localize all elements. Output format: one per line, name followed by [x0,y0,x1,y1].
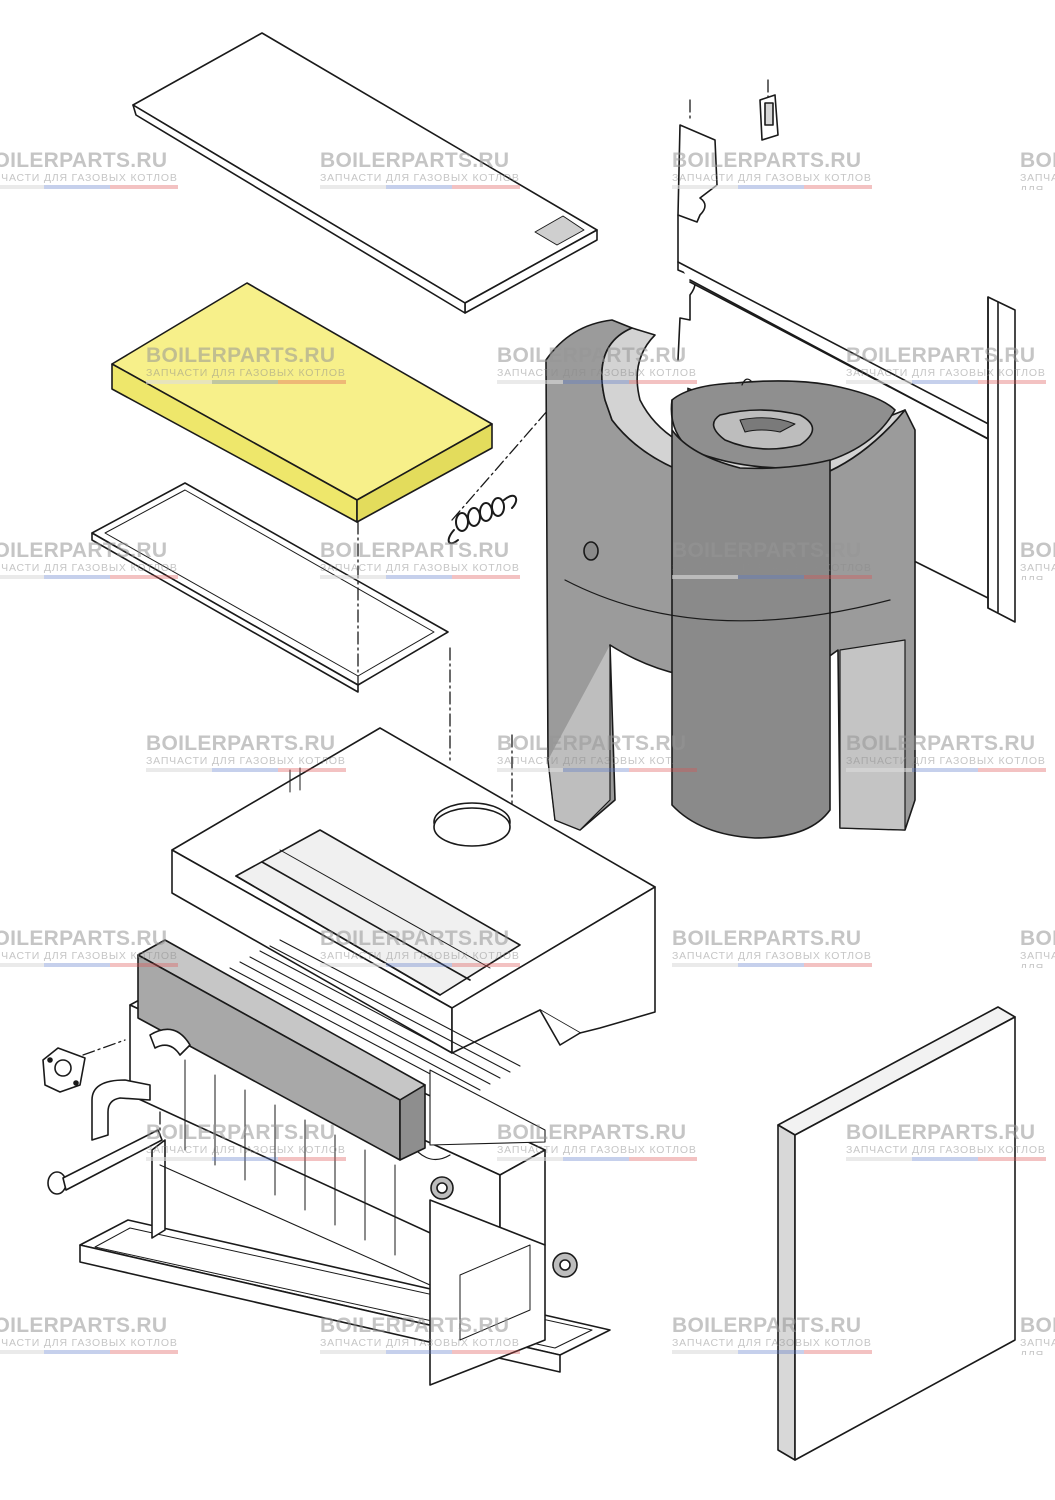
top-cover-panel [132,32,598,314]
gas-inlet-flange [42,1047,86,1093]
burner-base-frame [79,1139,611,1386]
side-insulation-panel [777,1006,1016,1461]
cylindrical-insulation-assembly [545,319,916,839]
burner-bars [229,939,546,1146]
front-insulation-strip [137,939,426,1161]
gas-manifold-pipe [91,1028,191,1141]
rear-mounting-bracket [677,94,1016,623]
combustion-hood [171,727,656,1054]
gasket-frame [91,482,449,693]
spring [447,494,518,545]
insulation-block-highlighted [111,282,493,523]
injector-bolt [47,1129,163,1195]
